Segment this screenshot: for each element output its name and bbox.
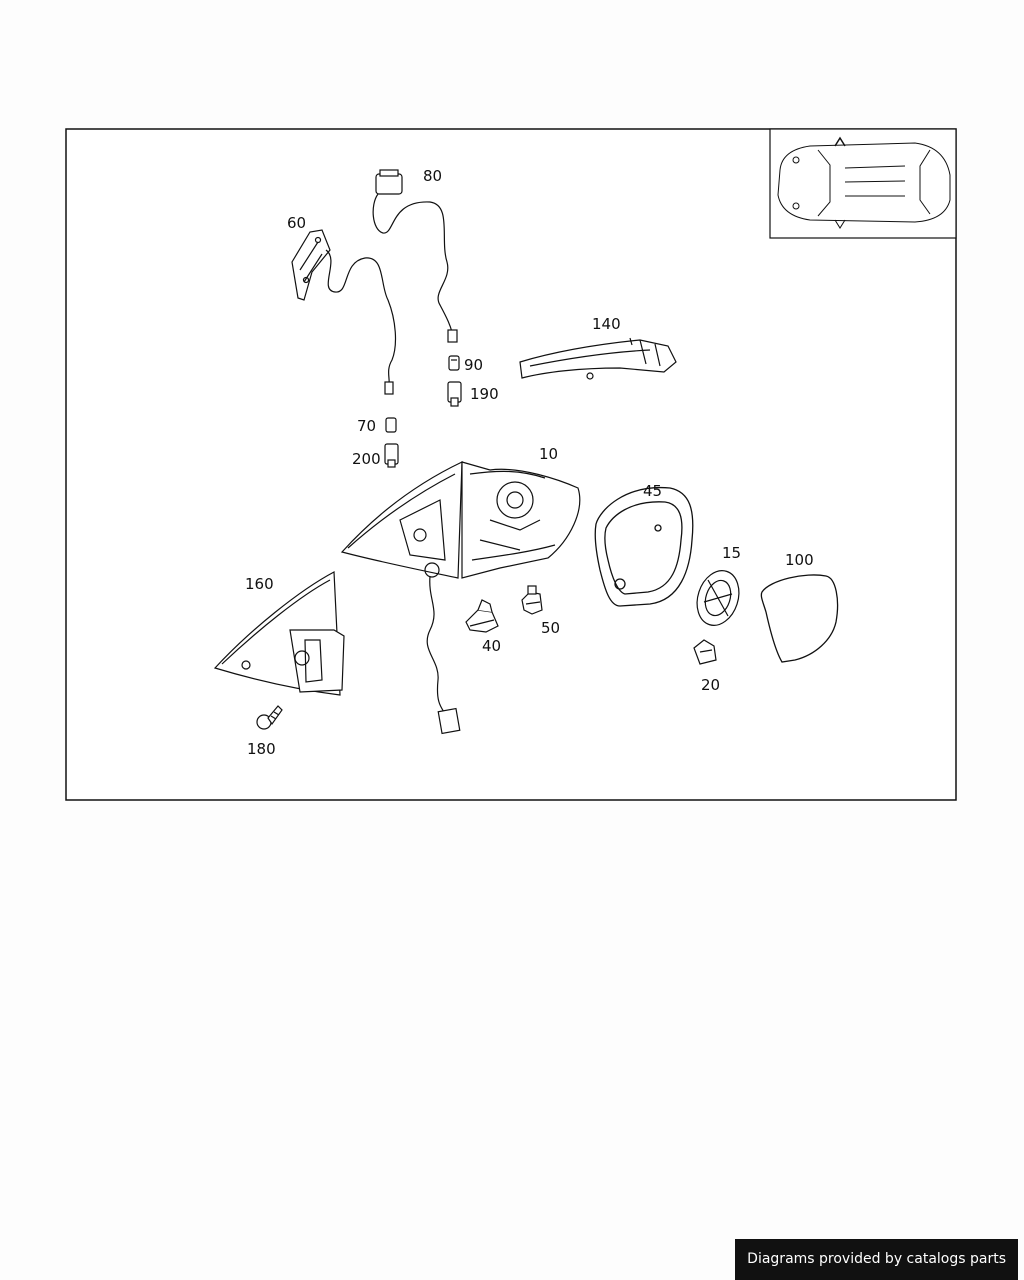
part-140-turn-signal[interactable]	[519, 337, 677, 380]
part-40-clip[interactable]	[465, 599, 499, 633]
callout-15: 15	[722, 544, 741, 562]
callout-90: 90	[464, 356, 483, 374]
part-80-connector-cable[interactable]	[372, 169, 458, 343]
car-topview-icon	[777, 136, 951, 229]
callout-180: 180	[247, 740, 276, 758]
callout-40: 40	[482, 637, 501, 655]
part-100-mirror-glass[interactable]	[760, 574, 839, 663]
diagram-frame	[65, 128, 957, 801]
callout-60: 60	[287, 214, 306, 232]
vehicle-locator-inset	[769, 128, 957, 239]
callout-200: 200	[352, 450, 381, 468]
part-180-screw[interactable]	[256, 705, 283, 730]
callout-50: 50	[541, 619, 560, 637]
part-90-plug[interactable]	[448, 355, 460, 371]
part-20-clip[interactable]	[693, 639, 717, 665]
callout-70: 70	[357, 417, 376, 435]
part-10-wiring-harness	[426, 575, 461, 735]
callout-100: 100	[785, 551, 814, 569]
callout-20: 20	[701, 676, 720, 694]
part-160-cover-trim[interactable]	[213, 571, 345, 696]
callout-140: 140	[592, 315, 621, 333]
part-50-motor[interactable]	[521, 585, 543, 615]
part-15-adjuster-disc[interactable]	[690, 565, 745, 631]
callout-45: 45	[643, 482, 662, 500]
callout-80: 80	[423, 167, 442, 185]
callout-10: 10	[539, 445, 558, 463]
part-200-plug[interactable]	[384, 443, 399, 468]
part-10-mirror-housing[interactable]	[340, 461, 581, 579]
callout-160: 160	[245, 575, 274, 593]
part-70-plug[interactable]	[385, 417, 397, 433]
part-60-bracket-cable[interactable]	[291, 229, 397, 395]
part-190-plug[interactable]	[447, 381, 462, 407]
callout-190: 190	[470, 385, 499, 403]
footer-credit: Diagrams provided by catalogs parts	[735, 1239, 1018, 1280]
part-45-mirror-frame[interactable]	[594, 487, 694, 607]
